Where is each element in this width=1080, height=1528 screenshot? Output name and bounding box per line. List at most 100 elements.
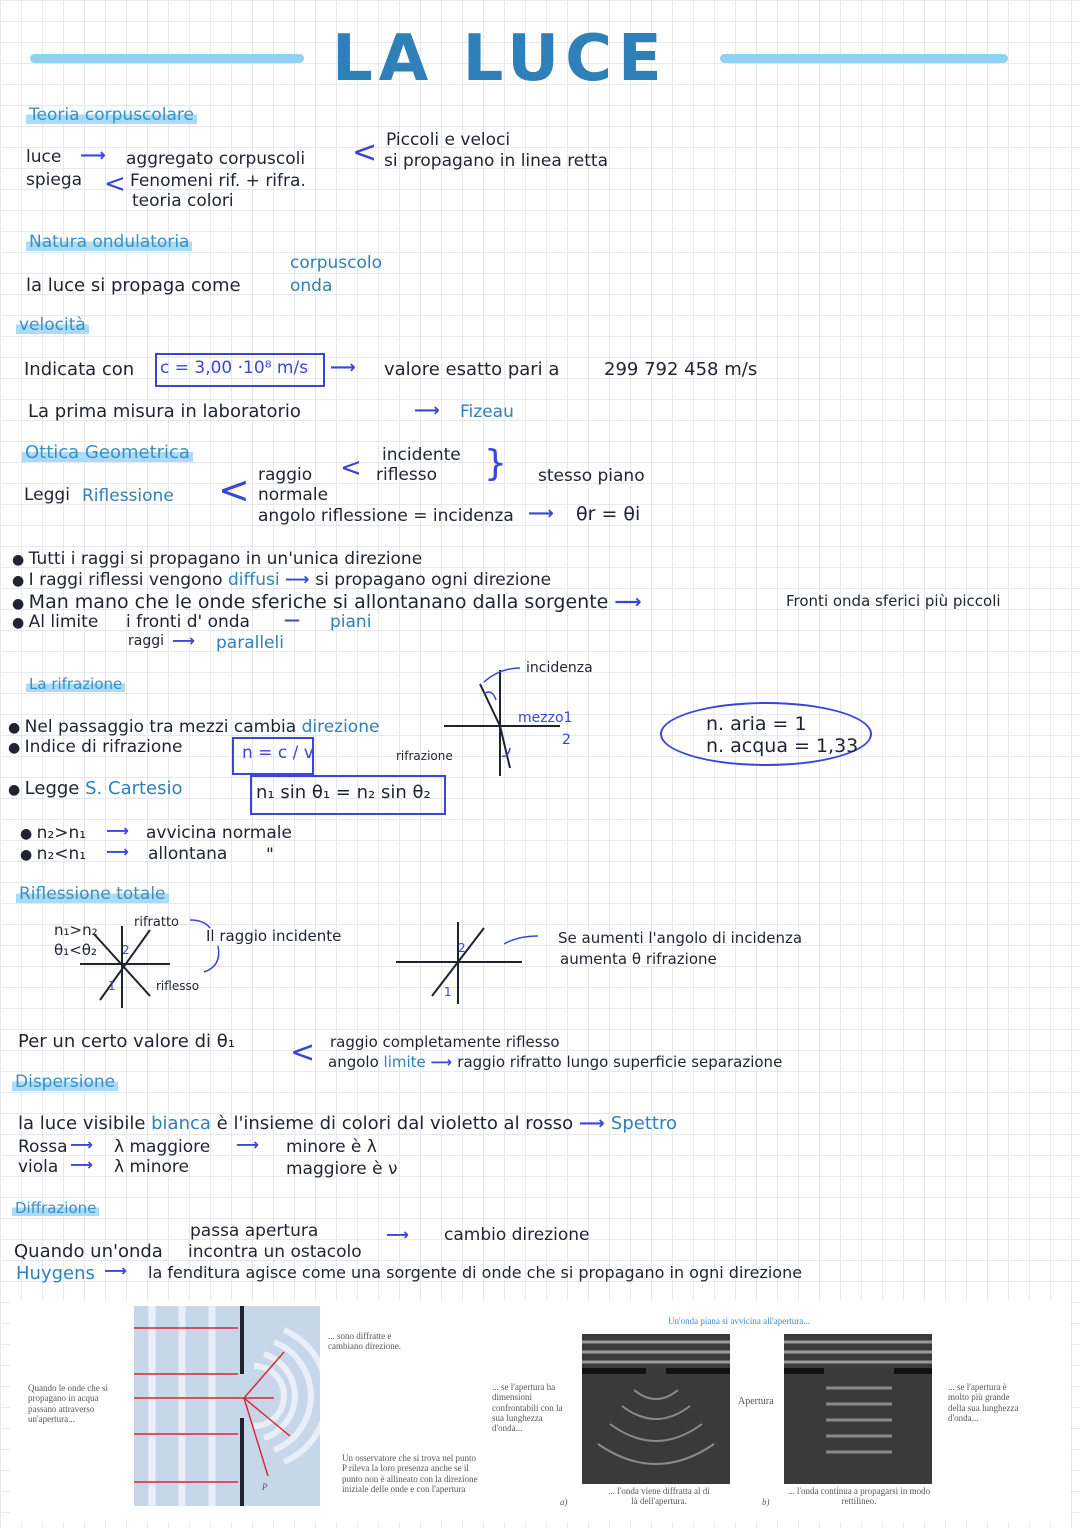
cond-2: ● n₂<n₁ [20,845,86,864]
bullet-icon: ● [8,720,25,736]
cond-theta: θ₁<θ₂ [54,941,97,959]
normale-text: normale [258,485,329,505]
riflessione-text: Riflessione [82,486,174,506]
raggio-incidente-label: Il raggio incidente [206,927,342,945]
insieme-text: è l'insieme di colori dal violetto al ro… [216,1113,574,1134]
direzione-text: direzione [301,717,380,737]
fronti-onda-text: i fronti d' onda [126,612,250,632]
incontra-text: incontra un ostacolo [188,1242,362,1262]
title-bar-right [720,54,1008,63]
acqua-index: n. acqua = 1,33 [706,735,859,757]
quando-onda-text: Quando un'onda [14,1241,163,1262]
leggi-text: Leggi [24,485,70,505]
rossa-text: Rossa [18,1137,68,1157]
rifr-bullet-3: ● Legge S. Cartesio [8,779,183,799]
num-1-label: 1 [108,979,116,993]
rifratto-lungo-text: raggio rifratto lungo superficie separaz… [457,1053,783,1071]
ogni-direzione-text: si propagano ogni direzione [315,570,552,590]
propagano-text: si propagano in linea retta [384,151,609,171]
avvicina-text: avvicina normale [146,823,292,843]
heading-riflessione-totale: Riflessione totale [16,885,169,904]
heading-diffrazione: Diffrazione [12,1200,100,1217]
bullet-icon: ● [8,782,25,798]
minore-lambda: minore è λ [286,1137,377,1157]
heading-velocita: velocità [16,316,89,335]
heading-rifrazione: La rifrazione [26,676,126,693]
completamente-text: raggio completamente riflesso [330,1033,560,1051]
arrow-icon: ⟶ [104,1261,127,1280]
fizeau-text: Fizeau [460,402,514,422]
angolo-limite: angolo limite ⟶ raggio rifratto lungo su… [328,1054,782,1071]
heading-natura-ondulatoria: Natura ondulatoria [26,233,193,252]
riflesso-label: riflesso [156,979,200,993]
bianca-text: bianca [151,1113,211,1134]
point-p-label: P [262,1482,268,1492]
refraction-diagram [444,667,560,776]
onda-text: onda [290,276,333,296]
bullet-icon: ● [12,573,29,589]
bullet-4: ● Al limite [12,613,98,632]
brace-icon: < [352,135,378,170]
cond-1: ● n₂>n₁ [20,824,86,843]
title-bar-left [30,54,304,63]
mezzo2-label: 2 [562,732,571,748]
page-title: LA LUCE [332,22,668,96]
luce-visibile-text: la luce visibile [18,1113,146,1134]
raggi-text: raggi [128,633,164,649]
aumenta-text: aumenta θ rifrazione [560,950,717,968]
brace-icon: < [290,1035,316,1070]
n-formula-box [232,737,314,775]
ditto-mark: " [266,845,274,865]
index-oval [660,702,872,766]
arrow-icon: ⟶ [614,591,642,613]
maggiore-nu: maggiore è ν [286,1159,398,1179]
luce-propaga-text: la luce si propaga come [26,275,241,296]
caption-a: ... se l'apertura ha dimensioni confront… [492,1382,563,1434]
num-1-label: 1 [444,985,452,999]
cond-2-text: n₂<n₁ [36,844,87,864]
caption-diffratta: ... l'onda viene diffratta al di là dell… [608,1486,710,1507]
bullet-3: ● Man mano che le onde sferiche si allon… [12,592,642,613]
angolo-text: angolo riflessione = incidenza [258,506,514,526]
arrow-icon: ⟶ [528,503,554,524]
brace-icon: < [218,468,250,512]
arrow-icon: ⟶ [578,1113,611,1134]
aggregato-text: aggregato corpuscoli [126,150,305,169]
angolo-text: angolo [328,1053,379,1071]
theta-equality: θr = θi [576,503,641,525]
bullet-1: ● Tutti i raggi si propagano in un'unica… [12,550,422,569]
piccoli-text: Piccoli e veloci [386,130,511,150]
indicata-text: Indicata con [24,359,135,380]
raggio-text: raggio [258,465,313,485]
incidente-text: incidente [382,445,461,465]
arrow-icon: ⟶ [330,357,356,378]
brace-icon: < [340,453,362,483]
viola-text: viola [18,1157,59,1177]
critical-angle-diagram [396,922,539,1004]
arrow-icon: ⟶ [414,400,440,421]
caption-apertura: Apertura [738,1396,774,1407]
limite-text: limite [383,1053,426,1071]
corpuscolo-text: corpuscolo [290,253,383,273]
cond-1-text: n₂>n₁ [36,823,87,843]
diffraction-wave-image [134,1306,320,1506]
c-value-box [155,353,325,387]
indice-text: Indice di rifrazione [24,737,183,757]
num-2-label: 2 [122,943,130,957]
aggregato-label: aggregato corpuscoli [126,149,306,169]
bullet-3-text: Man mano che le onde sferiche si allonta… [28,591,609,613]
luce-label: luce [26,147,62,167]
total-reflection-diagram [80,919,220,1008]
caption-plane: Un'onda piana si avvicina all'apertura..… [668,1316,810,1326]
bullet-icon: ● [20,847,37,863]
bullet-1-text: Tutti i raggi si propagano in un'unica d… [28,549,423,569]
ripple-photo-a [582,1334,730,1484]
arrow-icon: ⟶ [106,842,129,861]
heading-dispersione: Dispersione [12,1073,119,1092]
caption-top: ... sono diffratte e cambiano direzione. [328,1331,401,1352]
dash-icon: — [284,610,300,629]
caption-left: Quando le onde che si propagano in acqua… [28,1383,108,1425]
fronti-sferici-text: Fronti onda sferici più piccoli [786,592,1001,610]
cartesio-text: S. Cartesio [85,778,183,799]
fenditura-text: la fenditura agisce come una sorgente di… [148,1263,803,1282]
